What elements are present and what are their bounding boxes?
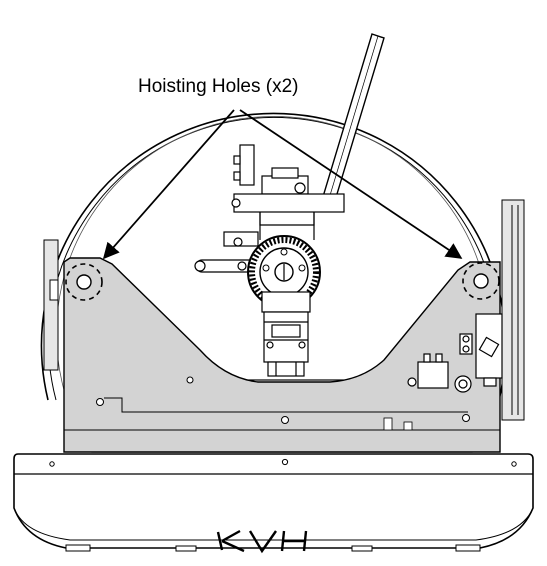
- arrow-to-right-hole: [239, 109, 463, 259]
- radome-base: [13, 453, 534, 552]
- left-side-rail: [43, 239, 59, 371]
- right-side-rail: [501, 199, 525, 421]
- callout-arrows: [102, 109, 463, 260]
- upper-bracket: [223, 144, 345, 247]
- elevation-gear: [247, 235, 321, 309]
- arrow-to-left-hole: [102, 109, 235, 260]
- motor-assembly: [261, 291, 311, 377]
- hoisting-holes-label: Hoisting Holes (x2): [138, 76, 299, 97]
- hoisting-hole-right: [462, 262, 500, 300]
- kvh-logo: [216, 529, 308, 554]
- right-components: [407, 313, 503, 393]
- hoisting-hole-left: [65, 263, 103, 301]
- pedestal-frame: [63, 257, 501, 453]
